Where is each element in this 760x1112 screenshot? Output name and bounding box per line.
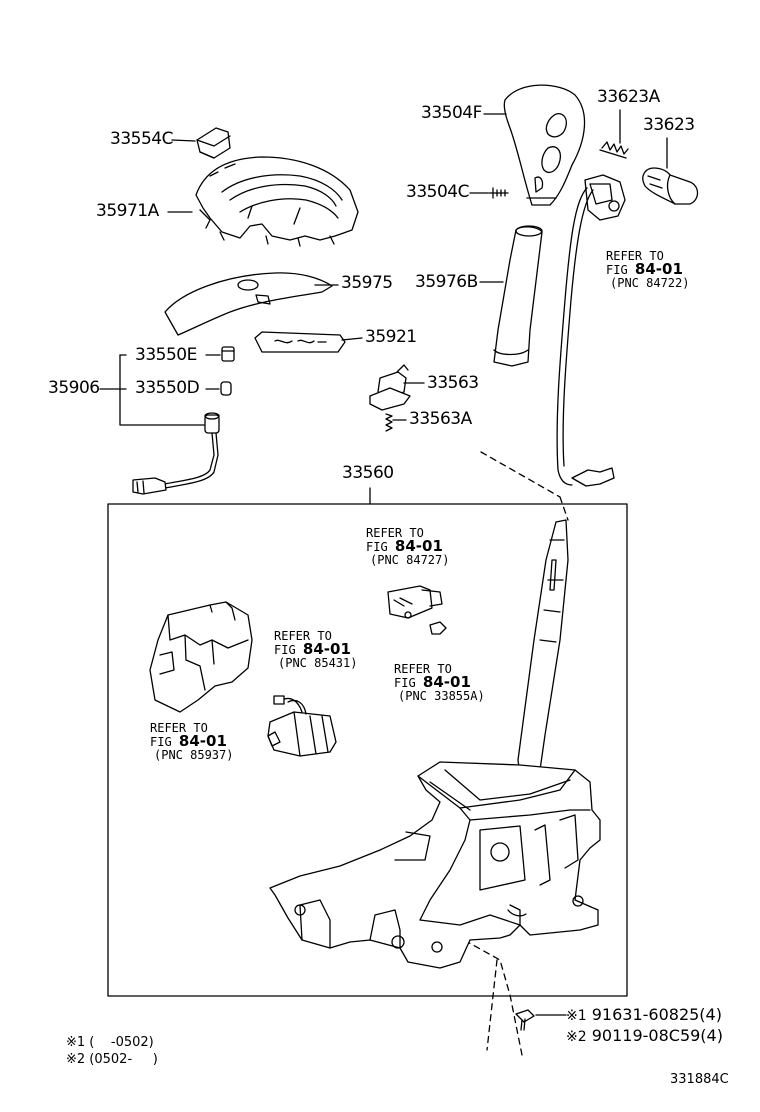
label-35971A: 35971A xyxy=(96,201,159,221)
part-35921-indicator xyxy=(254,331,346,353)
part-35975-plate xyxy=(164,272,333,336)
part-84727-switch xyxy=(387,585,443,619)
part-33855A xyxy=(429,621,447,635)
part-33550D-bulb xyxy=(220,381,232,396)
label-33623A: 33623A xyxy=(597,87,660,107)
label-33554C: 33554C xyxy=(110,129,173,149)
label-33563A: 33563A xyxy=(409,409,472,429)
part-33550E-bulb xyxy=(221,346,235,362)
bolt-label-1: ※1 91631-60825(4) xyxy=(566,1005,722,1024)
label-35906: 35906 xyxy=(48,378,100,398)
part-33554C-cap xyxy=(196,127,231,159)
footnote-1: ※1 ( -0502) xyxy=(66,1035,154,1050)
assembly-33560-frame xyxy=(107,503,628,997)
part-33504C-screw xyxy=(488,187,509,199)
label-33550D: 33550D xyxy=(135,378,200,398)
label-35975: 35975 xyxy=(341,273,393,293)
part-33623-button xyxy=(642,167,699,205)
part-85937-bracket xyxy=(149,601,253,713)
bolt-label-2: ※2 90119-08C59(4) xyxy=(566,1026,723,1045)
label-33563: 33563 xyxy=(427,373,479,393)
part-33563A-spring xyxy=(385,413,393,432)
part-35976B-lever xyxy=(493,225,543,367)
part-knob-switch-cable xyxy=(556,174,626,487)
part-shift-assembly xyxy=(269,519,601,969)
part-85431-solenoid xyxy=(267,695,337,757)
part-33504F-knob xyxy=(503,84,586,206)
label-33623: 33623 xyxy=(643,115,695,135)
part-33623A-spring xyxy=(599,141,629,159)
diagram-code: 331884C xyxy=(670,1072,729,1087)
label-35921: 35921 xyxy=(365,327,417,347)
part-33563-pin xyxy=(369,364,411,411)
label-33560: 33560 xyxy=(342,463,394,483)
label-33504C: 33504C xyxy=(406,182,469,202)
label-33504F: 33504F xyxy=(421,103,482,123)
part-bolt-91631-90119 xyxy=(515,1009,535,1031)
label-35976B: 35976B xyxy=(415,272,478,292)
part-35906-socket-wire xyxy=(132,412,220,495)
part-35971A-bezel xyxy=(195,156,359,247)
footnote-2: ※2 (0502- ) xyxy=(66,1052,158,1067)
label-33550E: 33550E xyxy=(135,345,197,365)
bracket-35906 xyxy=(119,354,205,426)
